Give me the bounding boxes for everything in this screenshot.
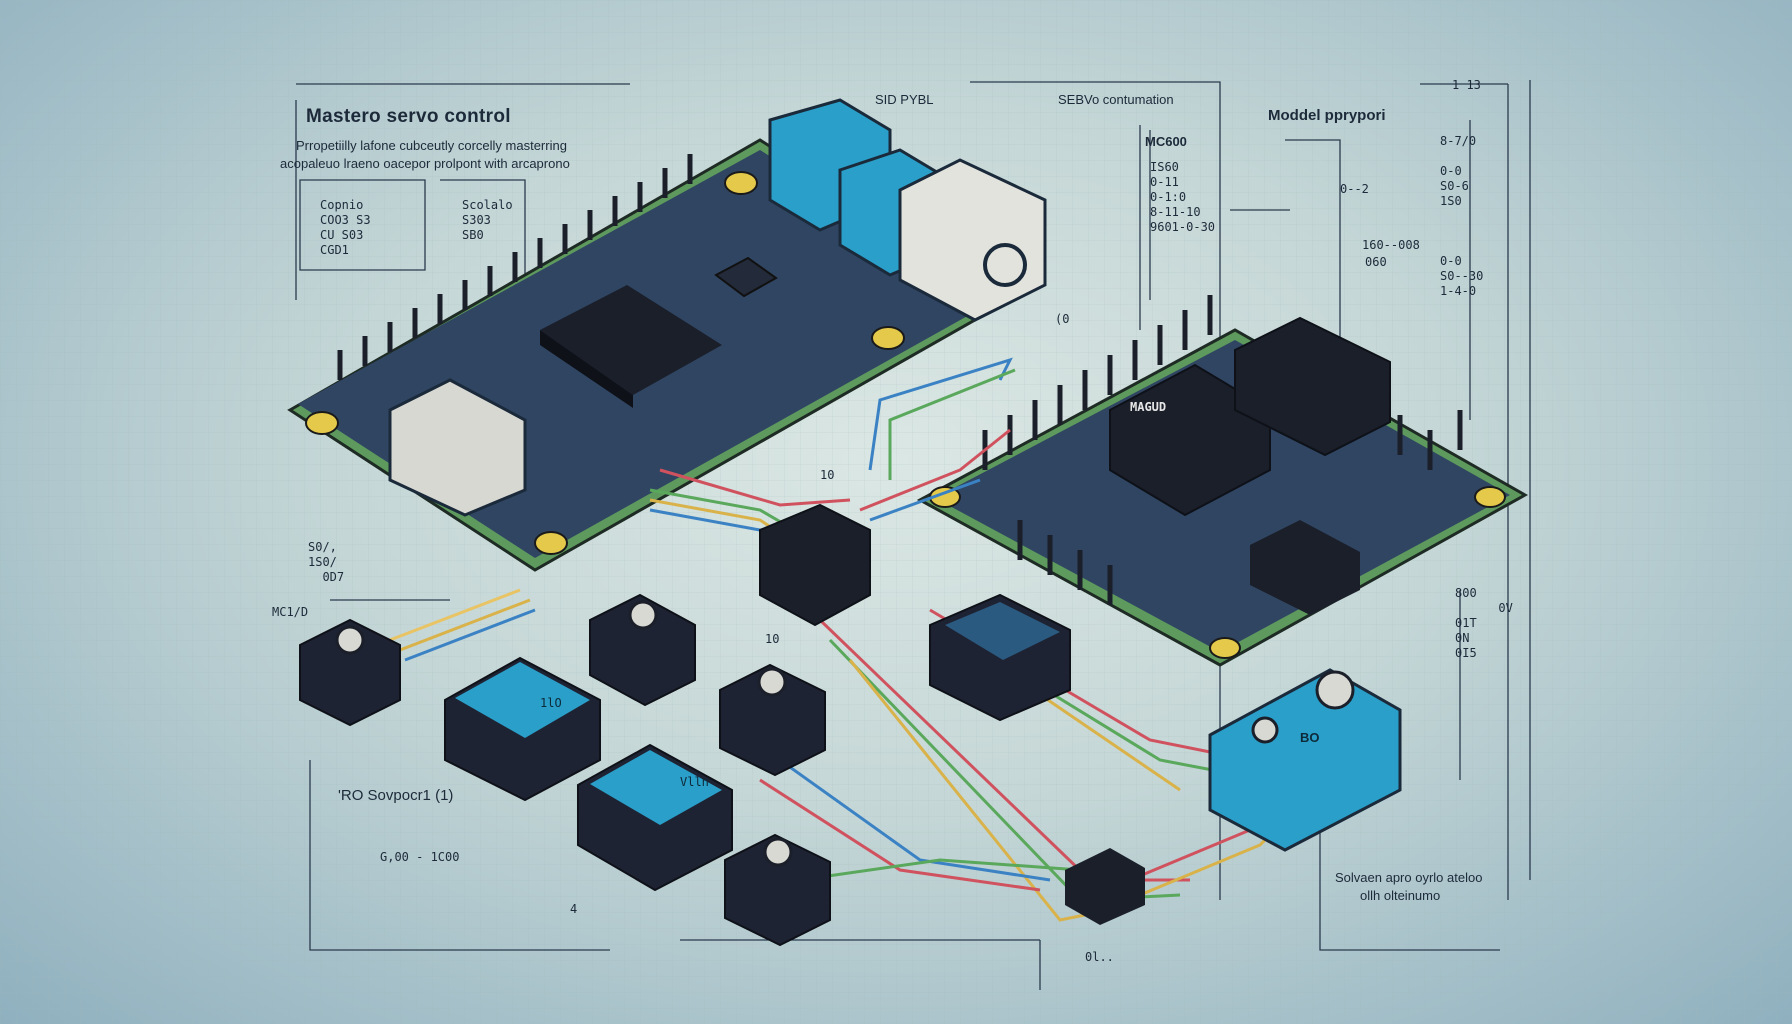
- note-line: 1S0: [1440, 194, 1462, 208]
- note-line: 01T: [1455, 616, 1477, 630]
- servo-1-horn: [335, 625, 365, 655]
- note-line: 0V: [1498, 601, 1513, 615]
- controller-board: [287, 98, 1047, 572]
- center-notes: IS60 0-11 0-1:0 8-11-10 9601-0-30: [1150, 160, 1215, 235]
- servo-b-label: Vlln: [680, 775, 709, 789]
- note-line: 1S0/: [308, 555, 337, 569]
- note-line: 0N: [1455, 631, 1470, 645]
- note-line: 800: [1455, 586, 1477, 600]
- right-title: Moddel pprypori: [1268, 107, 1386, 124]
- servo-a-top: [455, 662, 590, 738]
- footer-right-line-2: ollh olteinumo: [1360, 888, 1441, 903]
- center-mark: (0: [1055, 312, 1070, 326]
- footer-left-line-1: 'RO Sovpocr1 (1): [338, 787, 454, 804]
- note-line: 0I5: [1455, 646, 1477, 660]
- left-small-notes: S0/, 1S0/ 0D7: [308, 540, 344, 585]
- driver-connector: [1250, 520, 1360, 615]
- note-line: 0-11: [1150, 175, 1179, 189]
- note-line: Copnio: [320, 198, 364, 212]
- servo-c-screw: [1251, 716, 1279, 744]
- note-line: IS60: [1150, 160, 1179, 174]
- header-pins: [337, 154, 693, 380]
- far-right-label: 1 13: [1452, 78, 1481, 92]
- servo-a-label: 1lO: [540, 696, 562, 710]
- left-small-label: MC1/D: [272, 605, 309, 619]
- servo-c: [1208, 668, 1402, 852]
- right-marker: 0--2: [1340, 182, 1369, 196]
- note-line: CGD1: [320, 243, 349, 257]
- main-chip: [540, 285, 722, 408]
- secondary-chip: [714, 256, 778, 298]
- center-top-label: SID PYBL: [875, 92, 934, 107]
- center-title: SEBVo contumation: [1058, 92, 1174, 107]
- note-line: 0D7: [322, 570, 345, 584]
- driver-chip-b: [1234, 316, 1391, 457]
- servo-c-label: BO: [1300, 730, 1320, 745]
- note-line: S0--30: [1440, 269, 1484, 283]
- mid-label: 10: [820, 468, 835, 482]
- footer-right-line-1: Solvaen apro oyrlo ateloo: [1335, 870, 1483, 885]
- footer-left-line-2: G,00 - 1C00: [380, 850, 460, 864]
- terminal-connector: [1065, 848, 1145, 925]
- driver-chip-a: [1109, 363, 1271, 517]
- right-pin-label-2: 060: [1365, 255, 1387, 269]
- right-notes-column: 8-7/0 0-0 S0-6 1S0 0-0 S0--30 1-4-0: [1440, 134, 1483, 299]
- note-line: 0-1:0: [1150, 190, 1187, 204]
- servo-3: [719, 663, 826, 777]
- servo-2: [589, 593, 696, 707]
- note-line: 0-0: [1440, 164, 1462, 178]
- servo-center-top: [945, 602, 1060, 660]
- note-line: 9601-0-30: [1150, 220, 1216, 234]
- driver-chip-label: MAGUD: [1130, 400, 1167, 414]
- servo-1: [299, 618, 401, 727]
- note-line: SB0: [462, 228, 484, 242]
- subtitle-line-2: acopaleuo lraeno oacepor prolpont with a…: [280, 156, 570, 171]
- ethernet-port: [388, 378, 527, 517]
- note-line: 0-0: [1440, 254, 1462, 268]
- right-small-notes: 800 0V 01T 0N 0I5: [1455, 586, 1513, 661]
- left-notes-box-2: Scolalo S303 SB0: [462, 198, 513, 243]
- servo-b-top: [590, 750, 722, 825]
- note-line: COO3 S3: [320, 213, 371, 227]
- left-notes-box-1: Copnio COO3 S3 CU S03 CGD1: [320, 198, 371, 258]
- note-line: S0-6: [1440, 179, 1469, 193]
- servo-4-horn: [763, 837, 793, 867]
- note-line: 1-4-0: [1440, 284, 1477, 298]
- note-line: S0/,: [308, 540, 337, 554]
- note-line: CU S03: [320, 228, 364, 242]
- frame-lines: [295, 80, 1531, 990]
- bottom-number: 4: [570, 902, 578, 916]
- right-pin-label: 160--008: [1362, 238, 1420, 252]
- junction-connector: [759, 503, 871, 627]
- note-line: 8-7/0: [1440, 134, 1477, 148]
- servo-3-horn: [757, 667, 787, 697]
- usb-ports: [768, 98, 1047, 322]
- servo-driver-board: [916, 295, 1529, 667]
- center-chip-label: MC600: [1145, 134, 1187, 149]
- servo-group: [299, 593, 1402, 947]
- bottom-center-label: 0l..: [1085, 950, 1114, 964]
- subtitle-line-1: Prropetiilly lafone cubceutly corcelly m…: [296, 138, 567, 153]
- note-line: S303: [462, 213, 491, 227]
- servo-c-horn: [1315, 670, 1355, 710]
- note-line: Scolalo: [462, 198, 513, 212]
- note-line: 8-11-10: [1150, 205, 1201, 219]
- servo-4: [724, 833, 831, 947]
- diagram-title: Mastero servo control: [306, 106, 511, 127]
- mid-label-2: 10: [765, 632, 780, 646]
- servo-2-horn: [628, 600, 658, 630]
